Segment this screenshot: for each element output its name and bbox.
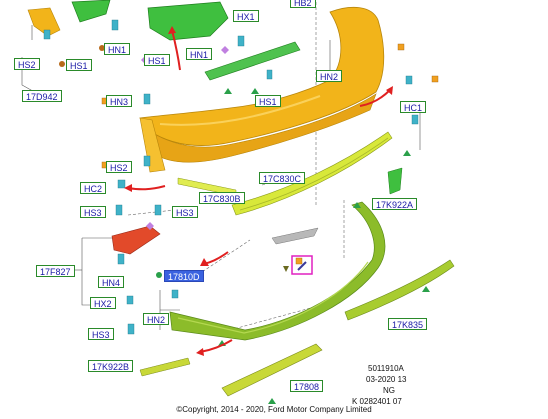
- callout-hs3-center[interactable]: HS3: [172, 206, 198, 218]
- bumper-cover: [139, 6, 385, 146]
- diagram-reference: K 0282401 07: [352, 397, 402, 406]
- selected-part-clip: [297, 261, 307, 271]
- callout-17c830b[interactable]: 17C830B: [199, 192, 245, 204]
- trim-strip-inner: [239, 137, 389, 211]
- trim-17k922b: [139, 357, 191, 377]
- callout-hx2[interactable]: HX2: [90, 297, 116, 309]
- callout-hs2-mid[interactable]: HS2: [106, 161, 132, 173]
- callout-hn3[interactable]: HN3: [106, 95, 133, 107]
- copyright-notice: ©Copyright, 2014 - 2020, Ford Motor Comp…: [176, 405, 372, 414]
- trim-17k922a: [387, 167, 403, 195]
- upper-left-bracket: [71, 0, 111, 23]
- callout-17810d[interactable]: 17810D: [164, 270, 204, 282]
- fasteners: [43, 19, 419, 335]
- upper-bracket: [147, 1, 229, 41]
- callout-17c830c[interactable]: 17C830C: [259, 172, 306, 184]
- bottom-strip-17808: [221, 343, 323, 397]
- callout-17808[interactable]: 17808: [290, 380, 324, 392]
- lower-trim-17k835: [344, 259, 455, 321]
- callout-17k922a[interactable]: 17K922A: [372, 198, 418, 210]
- left-mount-bracket: [27, 7, 61, 37]
- callout-17d942[interactable]: 17D942: [22, 90, 62, 102]
- bumper-highlight: [159, 95, 321, 126]
- trim-strip-17c830c: [231, 131, 393, 216]
- left-red-bracket: [111, 225, 161, 255]
- diagram-date: 03-2020 13: [366, 375, 407, 384]
- diffuser-highlight: [177, 261, 369, 334]
- callout-hn2-top[interactable]: HN2: [316, 70, 343, 82]
- callout-hn1-center[interactable]: HN1: [186, 48, 213, 60]
- center-retainer-strip: [204, 41, 301, 81]
- callout-17k835[interactable]: 17K835: [388, 318, 428, 330]
- callout-hc2[interactable]: HC2: [80, 182, 107, 194]
- reflector: [271, 227, 319, 245]
- bumper-lower-skirt: [147, 93, 377, 163]
- callout-hs3-bottom[interactable]: HS3: [88, 328, 114, 340]
- callout-hc1[interactable]: HC1: [400, 101, 427, 113]
- callout-hn1-left[interactable]: HN1: [104, 43, 131, 55]
- callout-hs2-top[interactable]: HS2: [14, 58, 40, 70]
- callout-hn2-bottom[interactable]: HN2: [143, 313, 170, 325]
- diagram-market: NG: [383, 386, 395, 395]
- callout-17k922b[interactable]: 17K922B: [88, 360, 134, 372]
- bumper-end: [139, 117, 166, 173]
- callout-hn4[interactable]: HN4: [98, 276, 125, 288]
- callout-hs3-left[interactable]: HS3: [80, 206, 106, 218]
- callout-hs1-left[interactable]: HS1: [144, 54, 170, 66]
- callout-hb2[interactable]: HB2: [290, 0, 316, 8]
- selected-part-frame: [291, 255, 313, 275]
- callout-hs1-far-left[interactable]: HS1: [66, 59, 92, 71]
- callout-hs1-center[interactable]: HS1: [255, 95, 281, 107]
- diagram-code: 5011910A: [368, 364, 404, 373]
- callout-hx1[interactable]: HX1: [233, 10, 259, 22]
- arrow-heads: [124, 26, 393, 356]
- callout-17f827[interactable]: 17F827: [36, 265, 75, 277]
